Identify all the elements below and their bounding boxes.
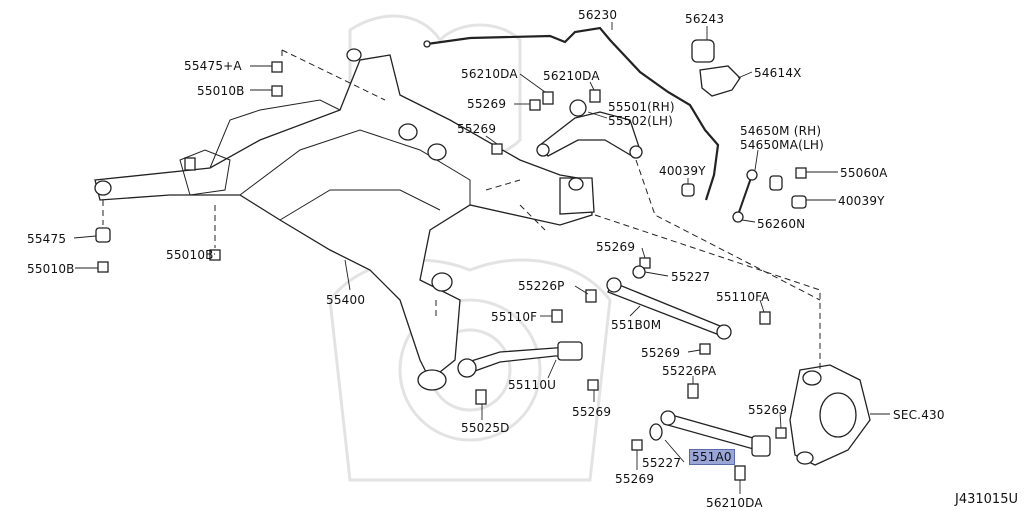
part-label-551b0m: 551B0M bbox=[611, 318, 662, 332]
assembly-lines bbox=[102, 49, 821, 370]
part-label-55269: 55269 bbox=[615, 472, 655, 486]
part-label-40039y: 40039Y bbox=[838, 194, 885, 208]
part-label-55475: 55475 bbox=[27, 232, 67, 246]
part-label-55060a: 55060A bbox=[840, 166, 888, 180]
stabilizer-bar bbox=[426, 26, 720, 201]
part-label-55269: 55269 bbox=[457, 122, 497, 136]
leader-lines bbox=[73, 22, 890, 494]
part-label-56210da: 56210DA bbox=[461, 67, 518, 81]
stabilizer-bushing bbox=[691, 39, 715, 63]
part-label-55269: 55269 bbox=[641, 346, 681, 360]
part-label-40039y: 40039Y bbox=[659, 164, 706, 178]
part-label-55110fa: 55110FA bbox=[716, 290, 770, 304]
toe-link bbox=[663, 413, 761, 451]
part-label-55110f: 55110F bbox=[491, 310, 538, 324]
part-label-55502-lh: 55502(LH) bbox=[608, 114, 674, 128]
part-label-551a0-highlighted[interactable]: 551A0 bbox=[689, 449, 735, 465]
stabilizer-clamp bbox=[699, 65, 741, 97]
diagram-reference-code: J431015U bbox=[955, 492, 1018, 507]
part-label-55227: 55227 bbox=[671, 270, 711, 284]
part-label-55269: 55269 bbox=[572, 405, 612, 419]
part-label-55501-rh: 55501(RH) bbox=[608, 100, 675, 114]
part-label-55269: 55269 bbox=[748, 403, 788, 417]
part-label-55010b: 55010B bbox=[197, 84, 245, 98]
part-label-55010b: 55010B bbox=[166, 248, 214, 262]
part-label-56243: 56243 bbox=[685, 12, 725, 26]
upper-link-bushing bbox=[569, 99, 587, 117]
stabilizer-end bbox=[423, 40, 431, 48]
frame-bracket bbox=[559, 177, 595, 215]
part-label-54650m-rh: 54650M (RH) bbox=[740, 124, 822, 138]
part-label-55226pa: 55226PA bbox=[662, 364, 717, 378]
part-label-55400: 55400 bbox=[326, 293, 366, 307]
part-label-54650ma-lh: 54650MA(LH) bbox=[740, 138, 825, 152]
part-label-55227: 55227 bbox=[642, 456, 682, 470]
part-label-56210da: 56210DA bbox=[543, 69, 600, 83]
section-reference-label: SEC.430 bbox=[893, 408, 945, 422]
part-label-55110u: 55110U bbox=[508, 378, 557, 392]
part-label-55269: 55269 bbox=[467, 97, 507, 111]
part-label-56230: 56230 bbox=[578, 8, 618, 22]
link-nut bbox=[769, 175, 783, 191]
rear-subframe bbox=[94, 48, 593, 391]
part-label-55025d: 55025D bbox=[461, 421, 510, 435]
part-label-54614x: 54614X bbox=[754, 66, 802, 80]
part-label-55010b: 55010B bbox=[27, 262, 75, 276]
part-label-55269: 55269 bbox=[596, 240, 636, 254]
part-label-55226p: 55226P bbox=[518, 279, 565, 293]
part-label-55475-a: 55475+A bbox=[184, 59, 242, 73]
part-label-56260n: 56260N bbox=[757, 217, 806, 231]
stabilizer-link bbox=[737, 174, 753, 216]
part-label-56210da: 56210DA bbox=[706, 496, 763, 510]
